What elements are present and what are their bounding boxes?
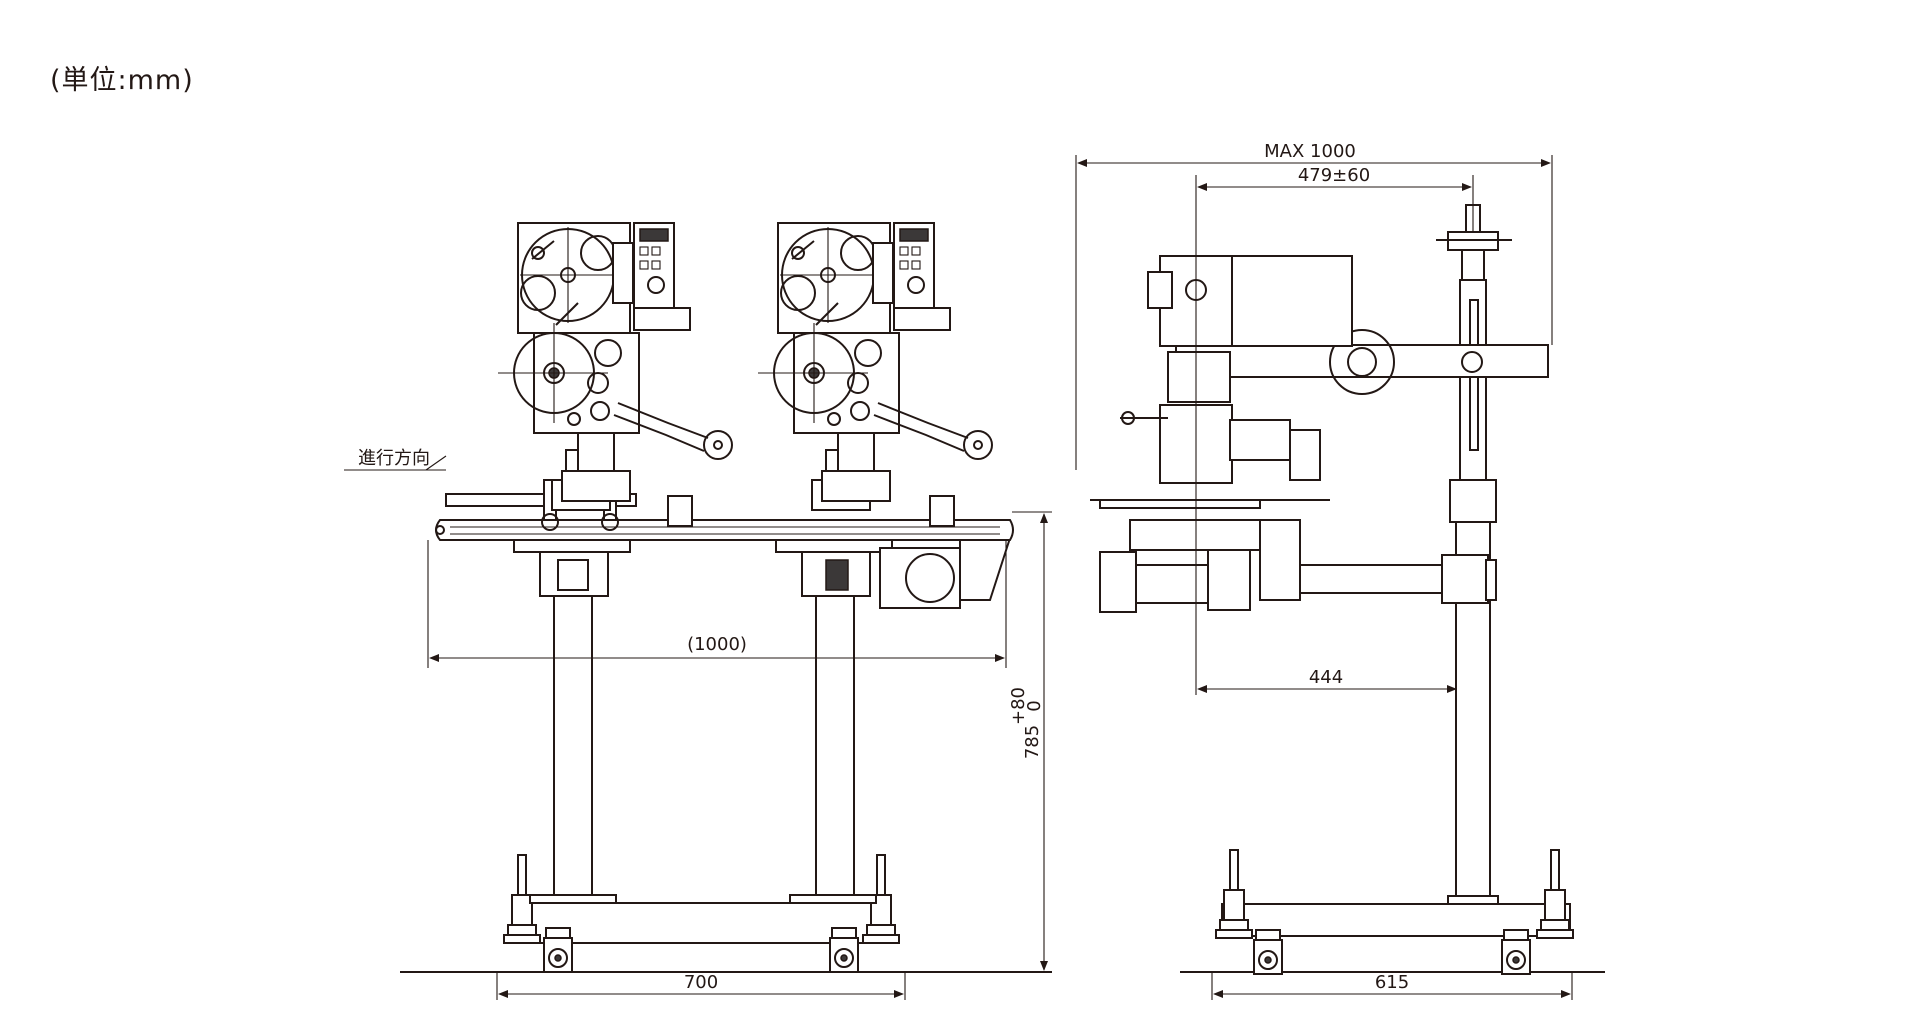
direction-label: 進行方向 bbox=[358, 448, 430, 469]
dim-max-width: MAX 1000 bbox=[1264, 141, 1356, 162]
dimensions: (1000) 700 785 +80 0 MAX 1000 479±60 444… bbox=[344, 141, 1573, 1000]
dim-base-width-front: 700 bbox=[684, 972, 718, 993]
side-view bbox=[1090, 204, 1605, 975]
dim-base-width-side: 615 bbox=[1375, 972, 1409, 993]
dim-arm-length: 444 bbox=[1309, 667, 1343, 688]
dim-conveyor-length: (1000) bbox=[687, 634, 747, 655]
unit-note: (単位:mm) bbox=[50, 65, 194, 96]
front-view bbox=[400, 222, 1052, 973]
dim-head-offset: 479±60 bbox=[1298, 165, 1370, 186]
dim-height-tol-lower: 0 bbox=[1024, 700, 1045, 711]
dim-height-tol-upper: +80 bbox=[1008, 687, 1029, 725]
dim-height: 785 bbox=[1022, 725, 1043, 759]
